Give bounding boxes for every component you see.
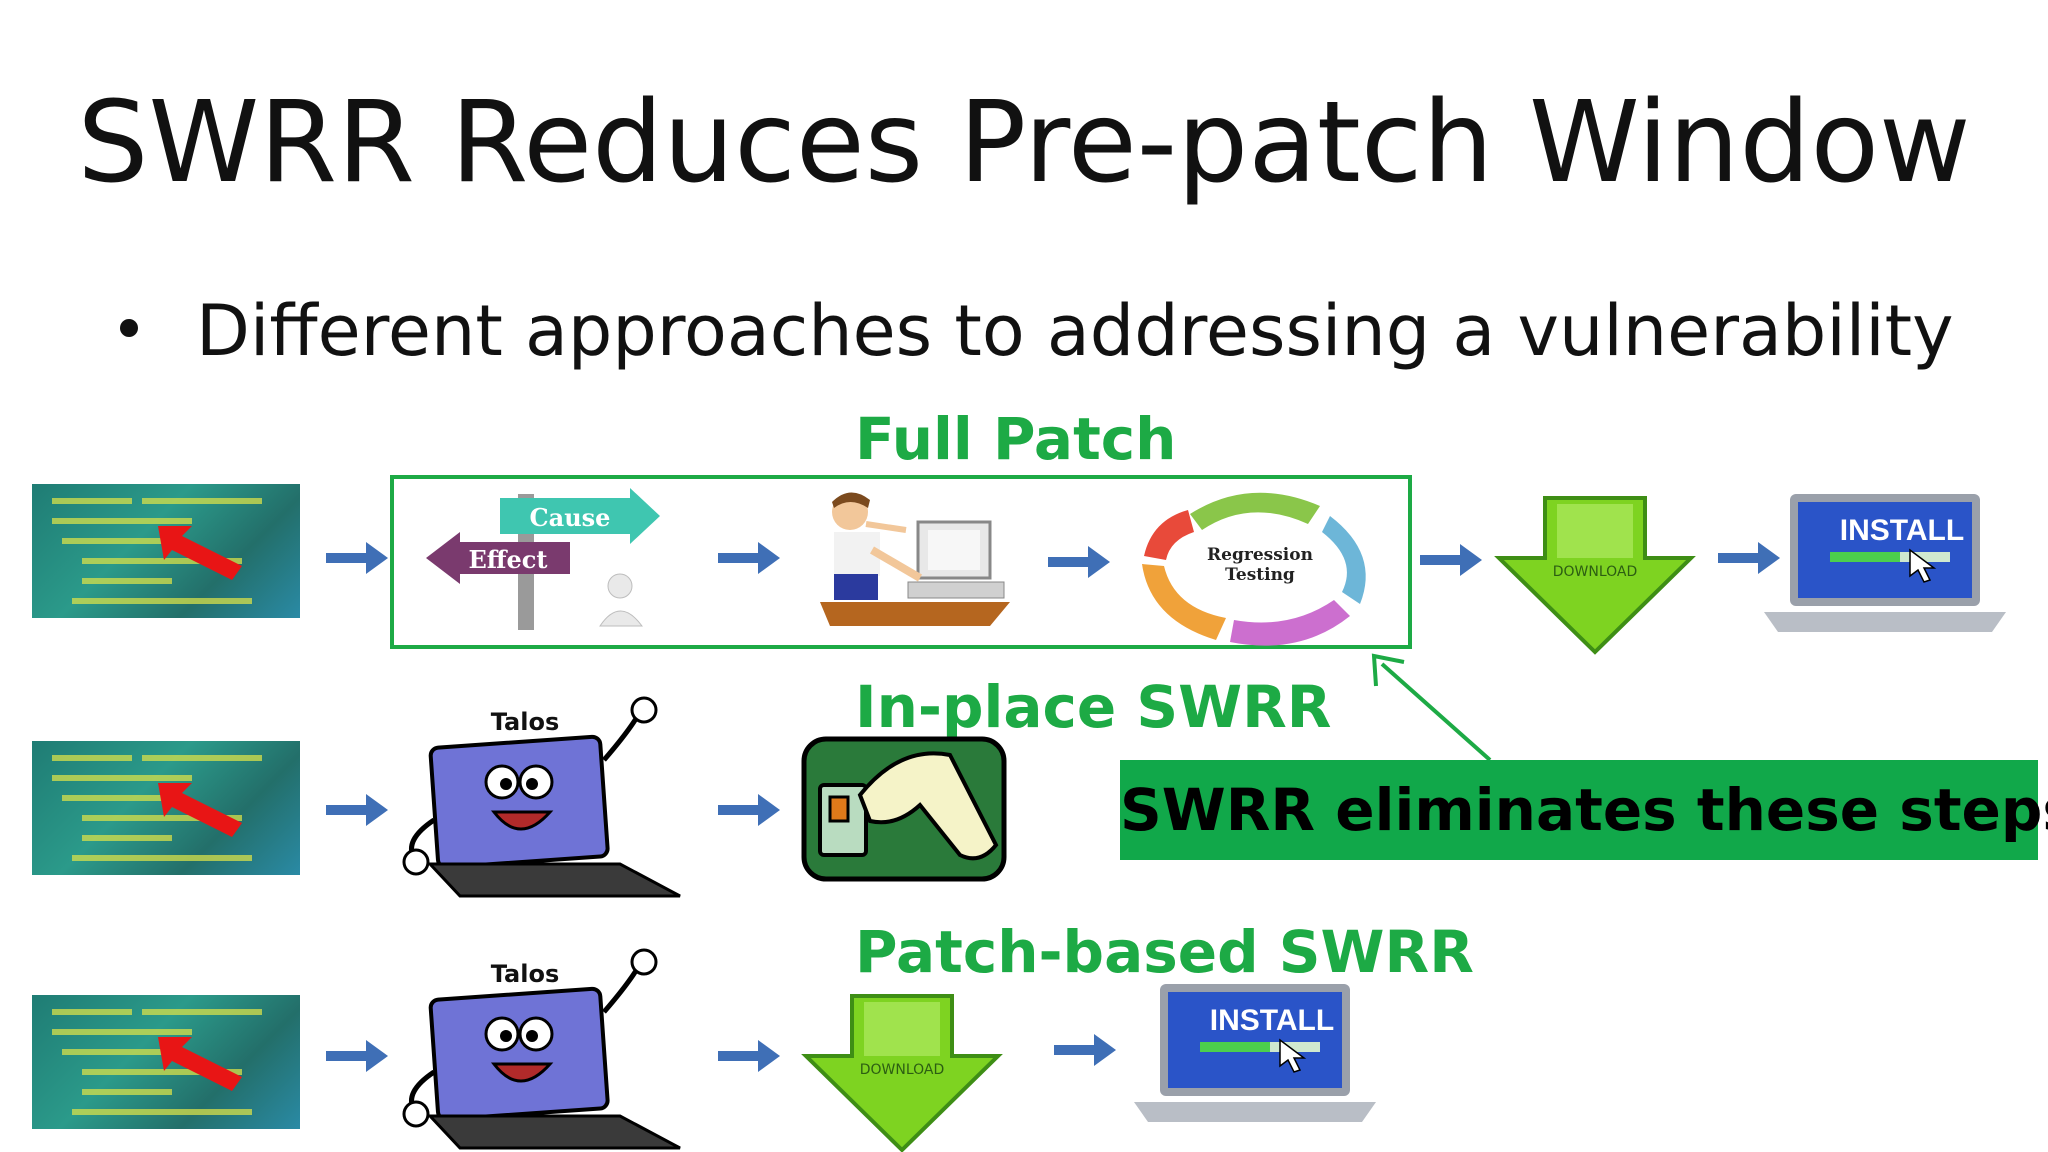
- vulnerable-code-image: [32, 741, 300, 875]
- svg-text:Effect: Effect: [469, 545, 548, 574]
- svg-text:Talos: Talos: [491, 960, 559, 988]
- flow-arrow-icon: [1420, 544, 1482, 576]
- switch-hand-icon: [801, 736, 1007, 882]
- regression-testing-cycle-icon: Regression Testing: [1142, 492, 1366, 646]
- cause-effect-signpost-icon: Cause Effect: [426, 488, 660, 630]
- in-place-swrr-label: In-place SWRR: [855, 673, 1332, 741]
- flow-arrow-icon: [718, 794, 780, 826]
- svg-text:DOWNLOAD: DOWNLOAD: [1553, 564, 1638, 580]
- patch-based-swrr-label: Patch-based SWRR: [855, 918, 1474, 986]
- full-patch-steps-box: [390, 475, 1412, 649]
- download-icon: DOWNLOAD: [1494, 496, 1696, 655]
- svg-text:Talos: Talos: [491, 708, 559, 736]
- svg-text:Testing: Testing: [1225, 565, 1295, 585]
- svg-text:INSTALL: INSTALL: [1840, 514, 1964, 547]
- flow-arrow-icon: [718, 542, 780, 574]
- svg-text:INSTALL: INSTALL: [1210, 1004, 1334, 1037]
- full-patch-label: Full Patch: [855, 405, 1177, 473]
- flow-arrow-icon: [718, 1040, 780, 1072]
- slide-title: SWRR Reduces Pre-patch Window: [77, 78, 1971, 208]
- bullet-point: Different approaches to addressing a vul…: [120, 290, 1954, 372]
- flow-arrow-icon: [326, 794, 388, 826]
- flow-arrow-icon: [1048, 546, 1110, 578]
- developer-at-computer-icon: [820, 492, 1010, 626]
- callout-banner: [1120, 760, 2038, 860]
- flow-arrow-icon: [326, 1040, 388, 1072]
- svg-text:DOWNLOAD: DOWNLOAD: [860, 1062, 945, 1078]
- bullet-dot: [120, 318, 138, 337]
- download-icon: DOWNLOAD: [801, 994, 1003, 1152]
- talos-laptop-mascot-icon: Talos: [402, 948, 681, 1150]
- flow-arrow-icon: [1054, 1034, 1116, 1066]
- talos-laptop-mascot-icon: Talos: [402, 696, 681, 898]
- svg-text:Regression: Regression: [1207, 545, 1313, 565]
- install-laptop-icon: INSTALL: [1764, 494, 2006, 632]
- install-laptop-icon: INSTALL: [1134, 984, 1376, 1122]
- flow-arrow-icon: [326, 542, 388, 574]
- svg-text:Cause: Cause: [530, 503, 611, 532]
- vulnerable-code-image: [32, 995, 300, 1129]
- callout-text: SWRR eliminates these steps!: [1120, 776, 2048, 844]
- bullet-text: Different approaches to addressing a vul…: [196, 290, 1954, 372]
- vulnerable-code-image: [32, 484, 300, 618]
